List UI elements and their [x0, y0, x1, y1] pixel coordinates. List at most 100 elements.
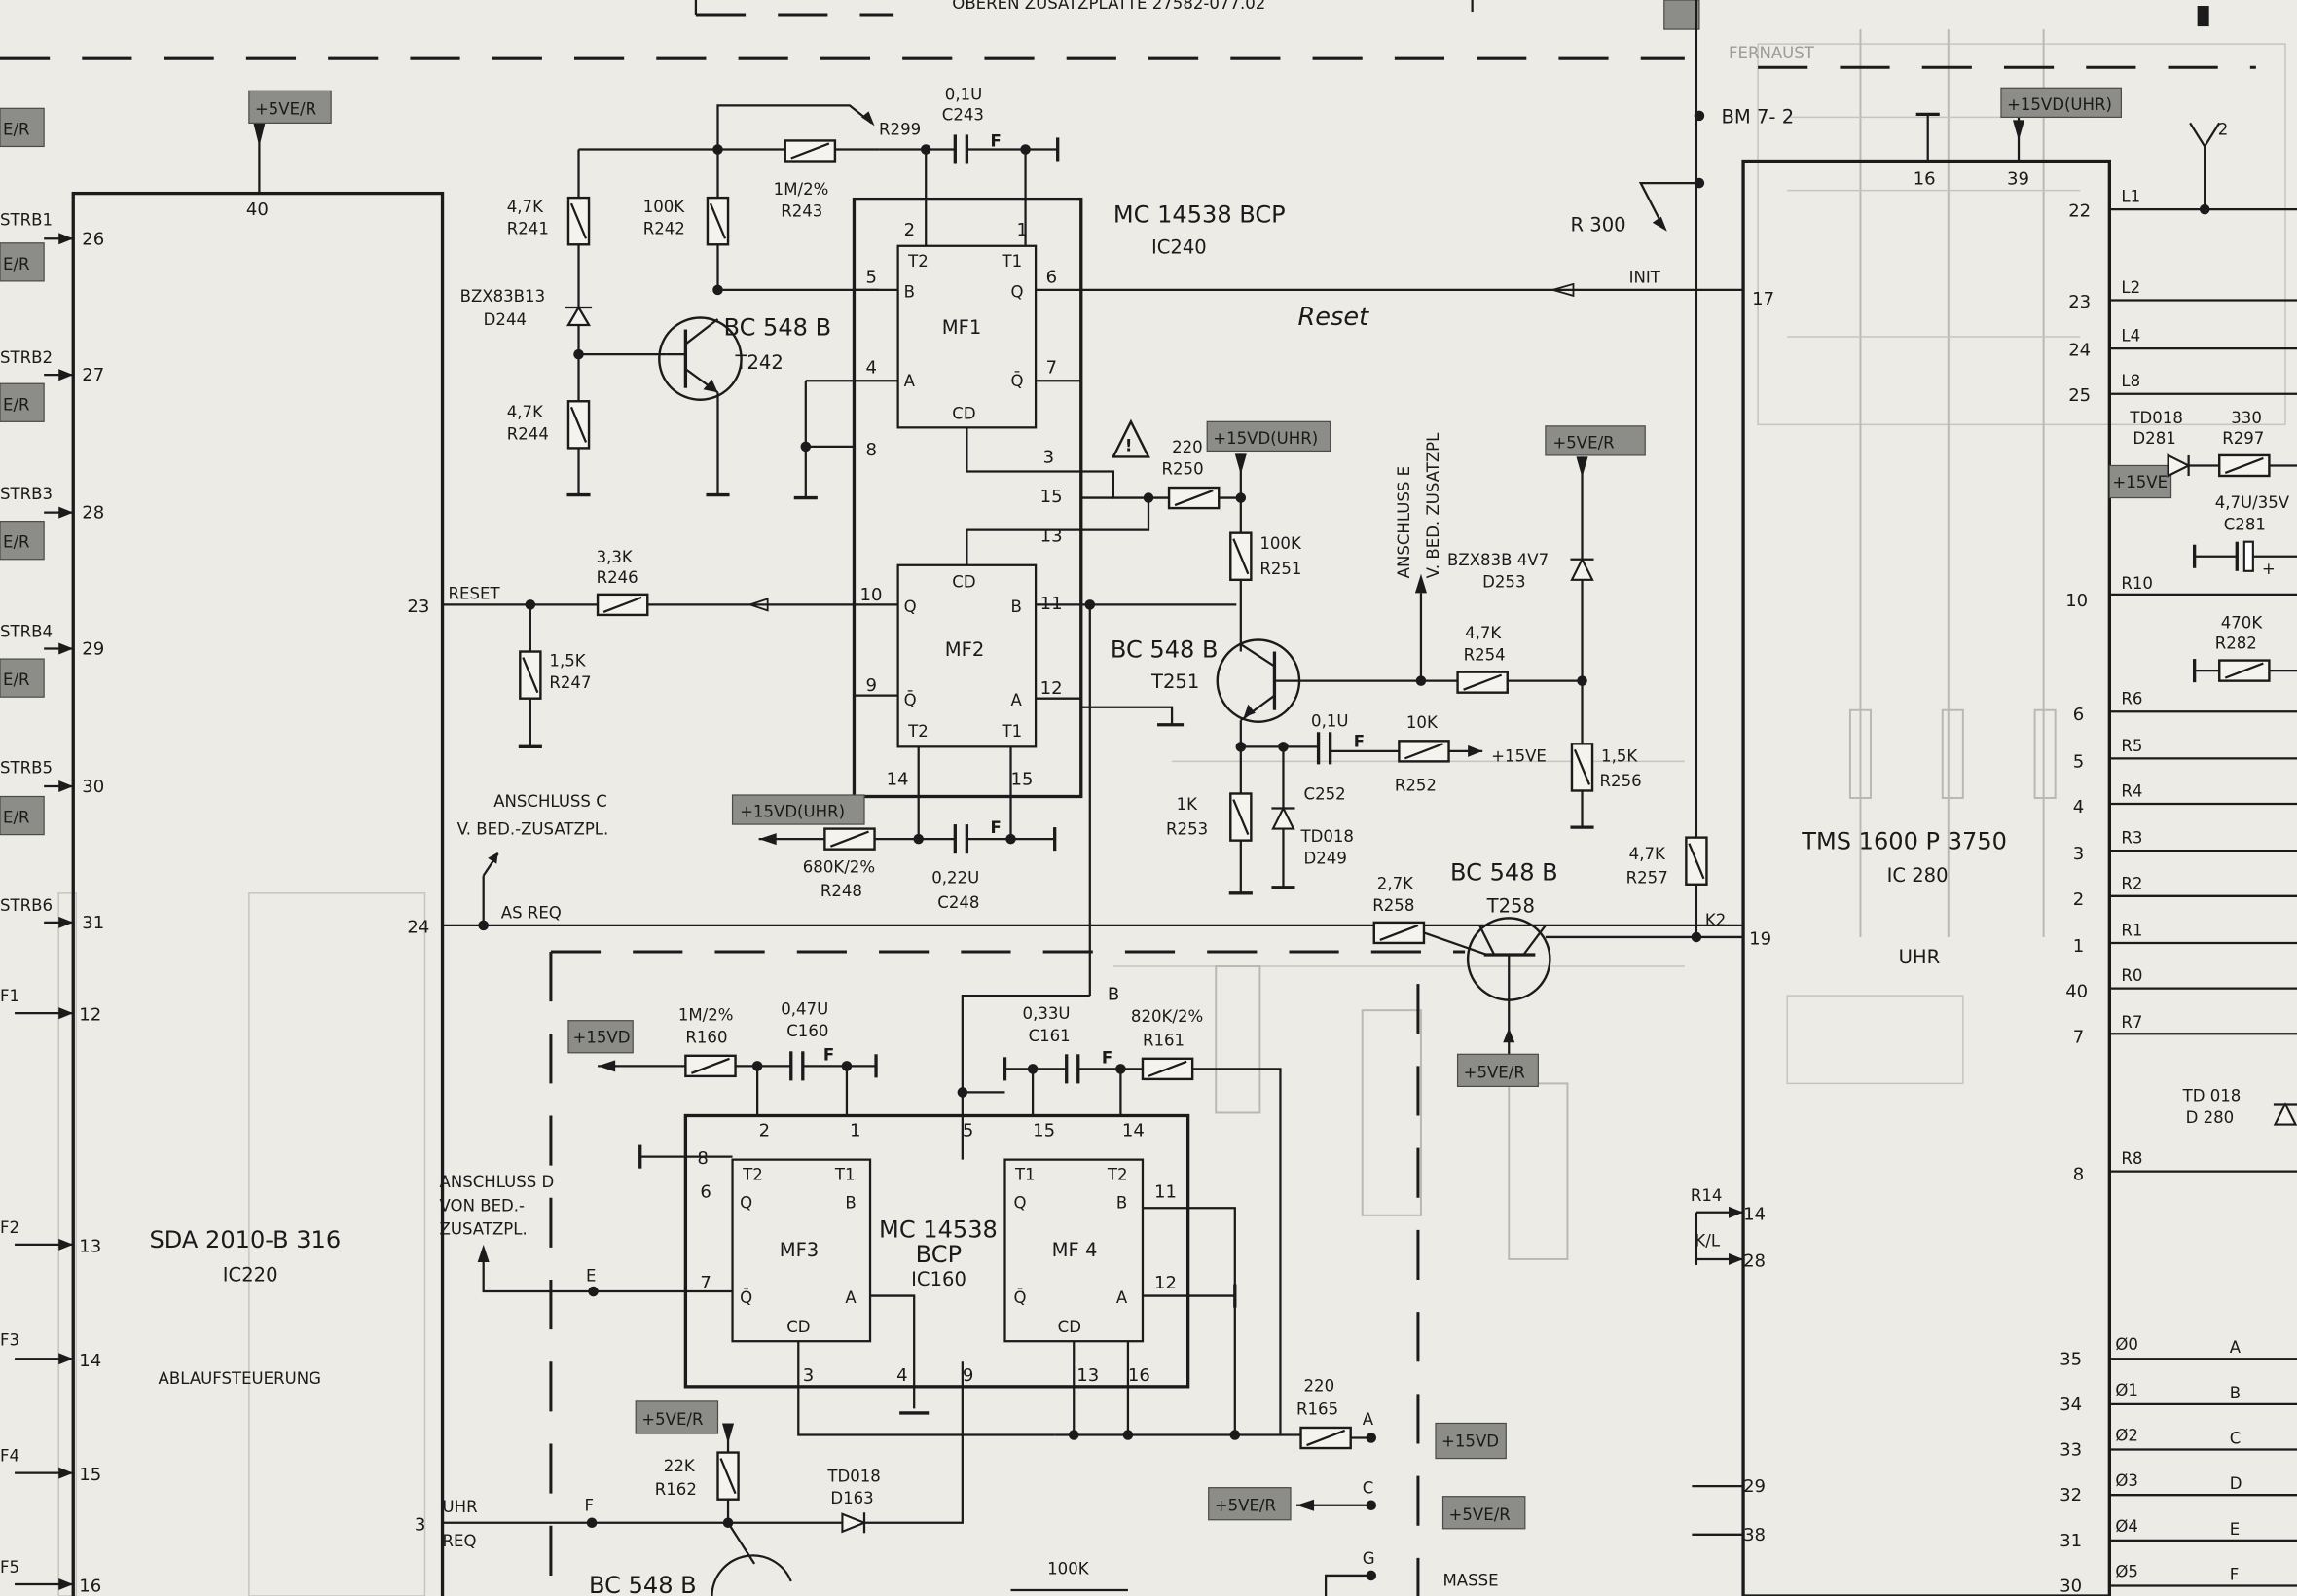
- svg-text:4,7K: 4,7K: [1465, 624, 1502, 642]
- svg-text:Q: Q: [1011, 282, 1024, 301]
- svg-text:1M/2%: 1M/2%: [678, 1006, 734, 1025]
- svg-text:MF2: MF2: [945, 638, 985, 661]
- svg-text:C243: C243: [942, 105, 984, 124]
- svg-text:F: F: [990, 131, 1001, 150]
- svg-text:A: A: [845, 1288, 857, 1307]
- svg-text:T2: T2: [907, 252, 929, 271]
- ic240-name: MC 14538 BCP: [1113, 201, 1286, 229]
- svg-text:R8: R8: [2121, 1149, 2142, 1168]
- svg-text:T2: T2: [742, 1166, 763, 1184]
- ic220-block: SDA 2010-B 316 IC220 ABLAUFSTEUERUNG +5V…: [0, 90, 445, 1596]
- svg-text:0,1U: 0,1U: [945, 85, 982, 103]
- svg-text:7: 7: [2073, 1027, 2084, 1047]
- svg-text:T1: T1: [834, 1166, 856, 1184]
- svg-text:13: 13: [79, 1236, 101, 1256]
- svg-text:R242: R242: [643, 220, 685, 238]
- svg-text:Q̄: Q̄: [1011, 372, 1024, 390]
- svg-text:F: F: [990, 818, 1001, 837]
- svg-text:1,5K: 1,5K: [549, 652, 586, 671]
- svg-text:T251: T251: [1150, 671, 1199, 693]
- svg-text:100K: 100K: [1259, 534, 1302, 553]
- svg-text:470K: 470K: [2221, 613, 2264, 632]
- svg-text:Q̄: Q̄: [740, 1288, 752, 1307]
- svg-text:R246: R246: [597, 568, 638, 587]
- svg-text:BZX83B 4V7: BZX83B 4V7: [1447, 551, 1549, 569]
- t242-transistor: [658, 316, 743, 401]
- svg-text:32: 32: [2060, 1485, 2082, 1505]
- svg-text:STRB6: STRB6: [0, 896, 53, 915]
- svg-text:28: 28: [1743, 1251, 1766, 1271]
- ic220-function: ABLAUFSTEUERUNG: [159, 1369, 321, 1388]
- svg-text:+15VD(UHR): +15VD(UHR): [740, 803, 845, 821]
- ic160-outline: [683, 1113, 1190, 1389]
- init-net: INIT Reset: [1298, 268, 1661, 332]
- svg-text:F3: F3: [0, 1331, 19, 1350]
- svg-text:R297: R297: [2222, 429, 2264, 448]
- ic220-pin-23: 23: [407, 597, 429, 617]
- svg-text:R251: R251: [1259, 560, 1301, 578]
- svg-text:R2: R2: [2121, 874, 2142, 892]
- as-req-label: AS REQ: [501, 903, 562, 922]
- svg-text:Ø2: Ø2: [2115, 1427, 2138, 1445]
- svg-text:V. BED. ZUSATZPL: V. BED. ZUSATZPL: [1424, 432, 1442, 578]
- svg-text:C: C: [2230, 1430, 2242, 1448]
- svg-text:R258: R258: [1372, 896, 1414, 915]
- svg-text:L2: L2: [2121, 278, 2140, 297]
- svg-text:1: 1: [2073, 936, 2084, 957]
- svg-text:10: 10: [859, 585, 882, 605]
- svg-text:R7: R7: [2121, 1013, 2142, 1032]
- svg-text:D163: D163: [830, 1489, 873, 1507]
- svg-text:10K: 10K: [1406, 713, 1439, 732]
- svg-text:39: 39: [2007, 169, 2029, 190]
- svg-text:Q̄: Q̄: [1014, 1288, 1027, 1307]
- svg-text:0,33U: 0,33U: [1023, 1004, 1071, 1023]
- svg-text:+5VE/R: +5VE/R: [1464, 1063, 1526, 1081]
- svg-text:B: B: [1108, 985, 1119, 1005]
- svg-text:K/L: K/L: [1695, 1231, 1720, 1250]
- svg-text:D253: D253: [1482, 572, 1525, 591]
- svg-text:14: 14: [887, 769, 909, 789]
- svg-text:V. BED.-ZUSATZPL.: V. BED.-ZUSATZPL.: [457, 820, 609, 839]
- svg-text:1K: 1K: [1177, 795, 1199, 814]
- svg-text:8: 8: [2073, 1165, 2084, 1185]
- svg-text:F: F: [585, 1497, 595, 1515]
- svg-text:6: 6: [700, 1182, 711, 1203]
- svg-text:12: 12: [1040, 678, 1063, 699]
- svg-text:820K/2%: 820K/2%: [1131, 1007, 1203, 1026]
- svg-text:STRB3: STRB3: [0, 485, 53, 503]
- ic280-block: TMS 1600 P 3750 IC 280 UHR 17 19 14 28 2…: [1691, 87, 2122, 1596]
- svg-text:R253: R253: [1166, 820, 1208, 839]
- svg-text:E/R: E/R: [3, 809, 30, 827]
- svg-text:R161: R161: [1143, 1031, 1185, 1049]
- svg-text:4,7U/35V: 4,7U/35V: [2215, 493, 2290, 512]
- svg-text:MASSE: MASSE: [1443, 1571, 1499, 1589]
- reset-net: RESET 3,3K R246 1,5K R247: [442, 548, 855, 748]
- svg-text:7: 7: [1046, 358, 1057, 379]
- svg-text:4,7K: 4,7K: [1629, 845, 1666, 863]
- svg-text:D: D: [2230, 1474, 2242, 1493]
- handwritten-note: Reset: [1298, 303, 1370, 332]
- svg-text:0,47U: 0,47U: [781, 1000, 828, 1019]
- r160-section: +15VD 1M/2% R160 F 0,47U C160: [567, 1000, 878, 1116]
- r248-section: +15VD(UHR) F 680K/2% R248 0,22U C248: [731, 794, 1057, 912]
- svg-text:B: B: [1011, 598, 1022, 616]
- svg-text:29: 29: [1743, 1476, 1766, 1497]
- svg-text:CD: CD: [786, 1318, 810, 1336]
- svg-text:T2: T2: [1107, 1166, 1128, 1184]
- svg-text:T2: T2: [907, 722, 929, 741]
- svg-text:Ø1: Ø1: [2115, 1381, 2138, 1399]
- svg-text:BC 548 B: BC 548 B: [1111, 636, 1219, 664]
- svg-text:+: +: [2262, 560, 2276, 578]
- svg-text:220: 220: [1304, 1376, 1335, 1395]
- svg-text:R250: R250: [1162, 459, 1204, 478]
- warning-icon: [1111, 418, 1150, 458]
- svg-text:+15VD(UHR): +15VD(UHR): [2007, 95, 2112, 114]
- top-border: OBEREN ZUSATZPLATTE 27582-077.02: [0, 0, 2256, 69]
- svg-text:F2: F2: [0, 1218, 19, 1237]
- t242-section: 4,7K R241 BZX83B13 D244 4,7K R244 100K R…: [460, 85, 1060, 497]
- svg-text:Ø0: Ø0: [2115, 1335, 2138, 1354]
- svg-text:5: 5: [963, 1121, 973, 1142]
- svg-text:A: A: [1116, 1288, 1128, 1307]
- svg-text:22: 22: [2068, 201, 2091, 222]
